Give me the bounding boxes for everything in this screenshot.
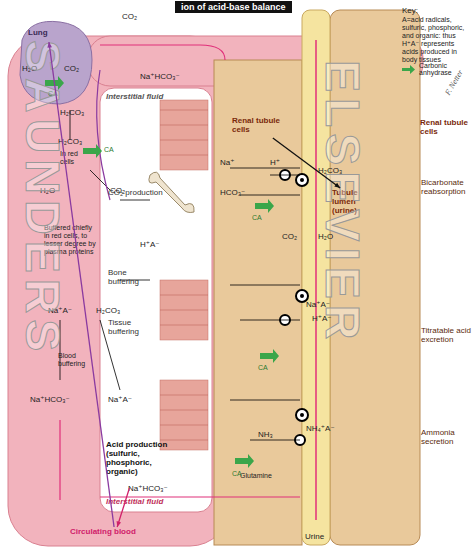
connector-line bbox=[49, 42, 114, 527]
chem-label: H⁺ bbox=[270, 158, 280, 167]
chem-label: Na⁺HCO₃⁻ bbox=[140, 72, 180, 81]
connector bbox=[273, 138, 340, 188]
chem-label: CA bbox=[258, 364, 268, 372]
region-label: Acid production (sulfuric, phosphoric, o… bbox=[106, 440, 168, 476]
carbonic-anhydrase-symbol bbox=[45, 76, 279, 468]
connector bbox=[117, 488, 130, 527]
connector-line bbox=[273, 138, 340, 188]
chem-label: Ammonia secretion bbox=[421, 428, 473, 446]
arrow-head bbox=[334, 183, 340, 188]
region-label: Bone buffering bbox=[108, 268, 150, 286]
watermark: ELSEVIER bbox=[318, 60, 367, 345]
chem-label: CA bbox=[104, 146, 114, 154]
region-label: Tissue buffering bbox=[108, 318, 150, 336]
chem-label: HCO₃⁻ bbox=[220, 188, 245, 197]
watermark: SAUNDERS bbox=[18, 40, 67, 357]
region-box: Circulating blood bbox=[70, 527, 160, 541]
region-box: Renal tubule cells bbox=[232, 116, 284, 138]
chem-label: Glutamine bbox=[240, 472, 272, 480]
region-box: Bone buffering bbox=[108, 268, 150, 288]
return-flow-line bbox=[60, 45, 300, 500]
chem-label: CO₂ bbox=[122, 12, 137, 21]
chem-label: H₂CO₃ bbox=[96, 306, 120, 315]
chem-label: A=acid radicals, sulfuric, phosphoric, a… bbox=[402, 16, 472, 64]
chem-label: Titratable acid excretion bbox=[421, 326, 473, 344]
region-label: Lung bbox=[28, 28, 68, 37]
chem-label: NH₄⁺A⁻ bbox=[306, 424, 335, 433]
connector-line bbox=[117, 488, 129, 527]
diagram-title: ion of acid-base balance bbox=[175, 1, 292, 13]
connector bbox=[47, 42, 114, 527]
region-box: Acid production (sulfuric, phosphoric, o… bbox=[106, 440, 168, 488]
legend-text: Carbonic anhydrase bbox=[419, 62, 469, 76]
chem-label: Na⁺ bbox=[220, 158, 234, 167]
chem-label: Urine bbox=[305, 532, 324, 541]
blood-vessel bbox=[8, 36, 230, 546]
carbonic-anhydrase-symbol bbox=[402, 65, 415, 74]
region-box: Renal tubule cells bbox=[420, 118, 472, 140]
region-label: Interstitial fluid bbox=[106, 92, 163, 101]
tubule-cells bbox=[214, 60, 302, 545]
chem-label: Na⁺A⁻ bbox=[108, 395, 132, 404]
region-label: Renal tubule cells bbox=[232, 116, 284, 134]
co2-flow-line bbox=[97, 70, 110, 200]
chem-label: CO₂ bbox=[110, 186, 125, 195]
interstitial-space bbox=[100, 88, 212, 512]
legend-symbol bbox=[402, 65, 416, 74]
region-label: Renal tubule cells bbox=[420, 118, 472, 136]
chem-label: Key: bbox=[402, 6, 418, 15]
tissue-striations bbox=[160, 110, 208, 440]
legend-item: Carbonic anhydrase bbox=[402, 62, 469, 76]
tissue-muscle bbox=[160, 100, 208, 450]
urine-flow-line bbox=[315, 40, 317, 520]
chem-label: CA bbox=[252, 214, 262, 222]
chem-label: Na⁺HCO₃⁻ bbox=[128, 484, 168, 493]
chem-label: CO₂ bbox=[282, 232, 297, 241]
chem-label: Na⁺HCO₃⁻ bbox=[30, 395, 70, 404]
region-box: Interstitial fluidInterstitial fluidCO₂ … bbox=[102, 90, 210, 510]
reaction-lines bbox=[60, 110, 300, 440]
region-label: Circulating blood bbox=[70, 527, 160, 536]
arrow-head bbox=[47, 42, 52, 48]
pump-symbol bbox=[280, 170, 308, 445]
arrow-head bbox=[117, 521, 121, 527]
region-label: Interstitial fluid bbox=[106, 497, 163, 506]
region-box: Tissue buffering bbox=[108, 318, 150, 338]
chem-label: H⁺A⁻ bbox=[140, 240, 160, 249]
chem-label: NH₃ bbox=[258, 430, 273, 439]
chem-label: CA bbox=[232, 470, 242, 478]
chem-label: Bicarbonate reabsorption bbox=[421, 178, 473, 196]
region-box: Lung bbox=[28, 28, 68, 42]
